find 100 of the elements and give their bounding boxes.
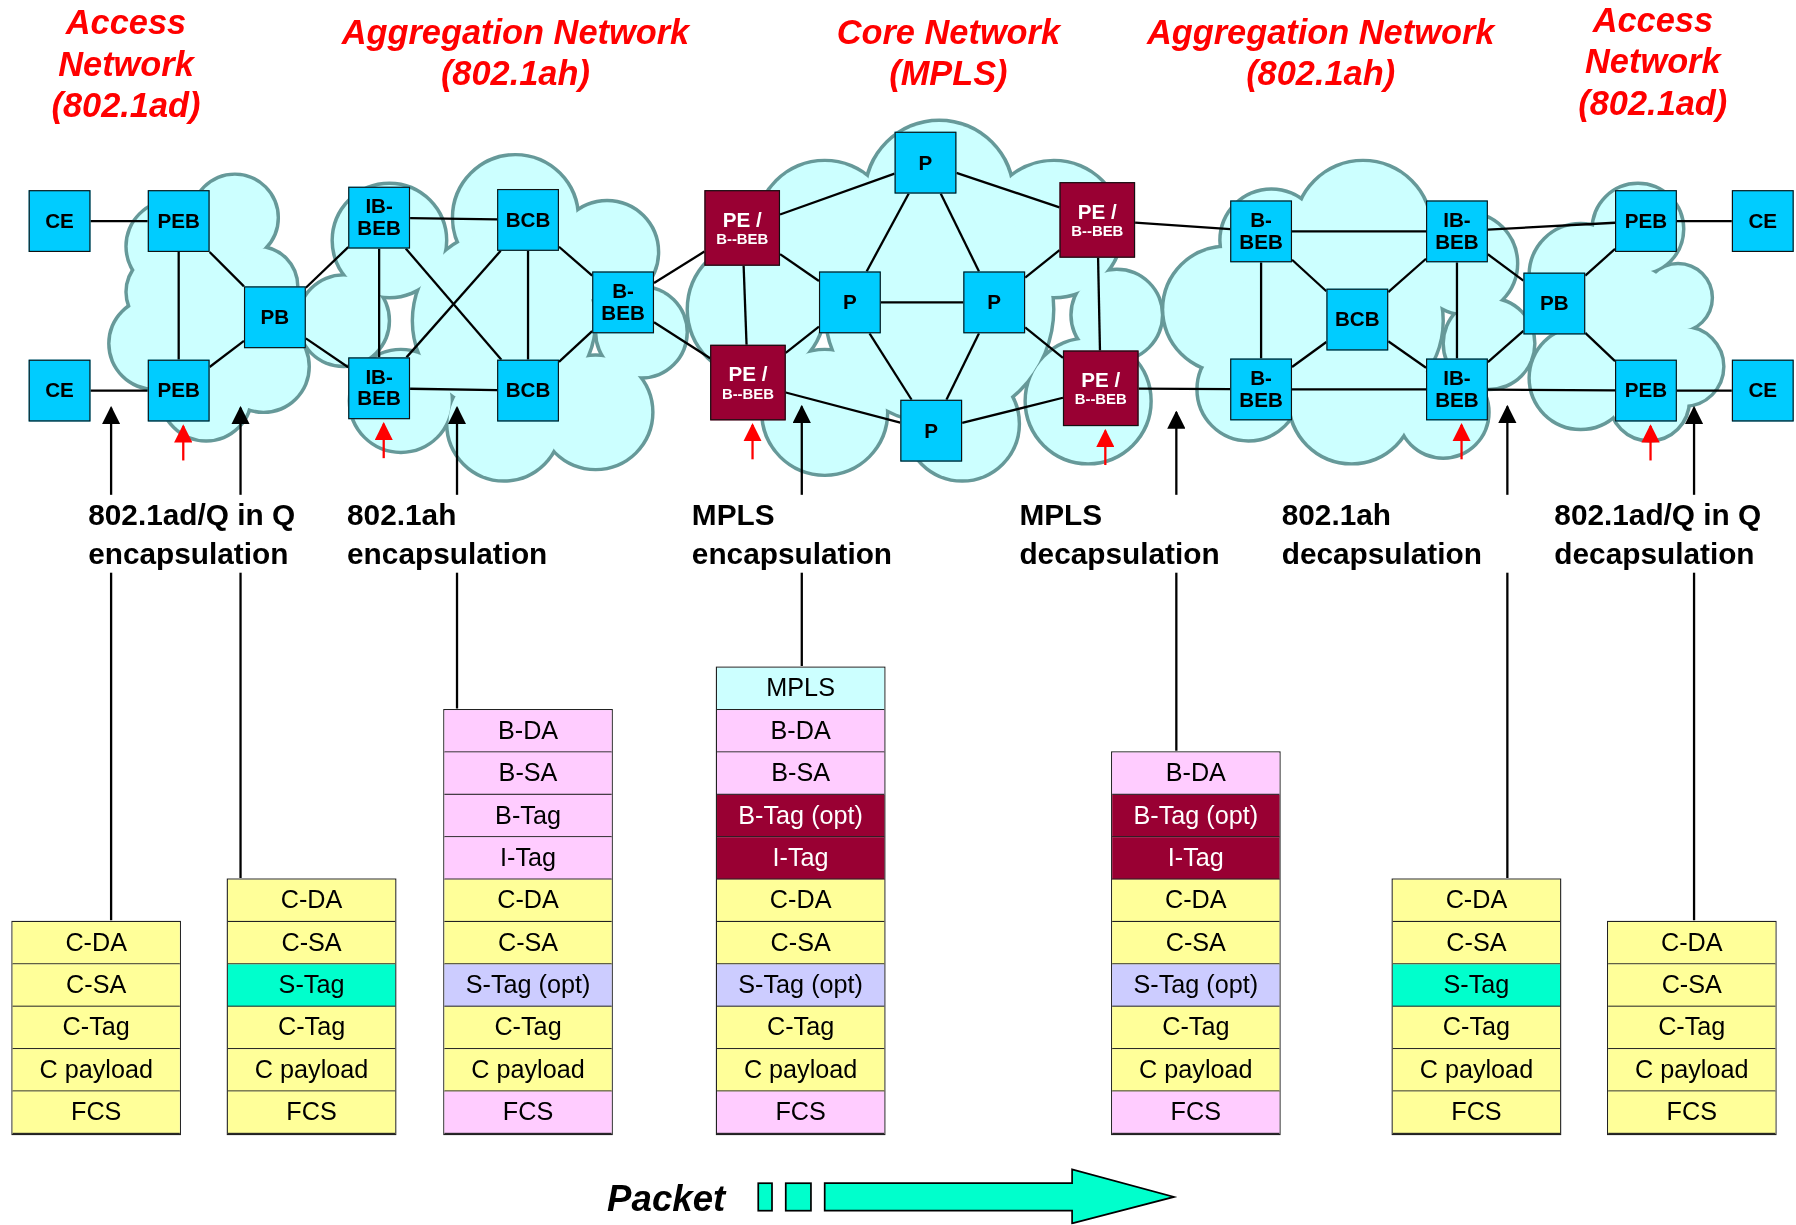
packet-field: FCS — [12, 1091, 180, 1134]
packet-field: C-Tag — [1112, 1006, 1280, 1049]
network-link — [779, 253, 820, 282]
network-link — [961, 396, 1064, 425]
packet-stack — [443, 708, 613, 1135]
packet-field: C-SA — [717, 921, 885, 964]
packet-stack — [715, 666, 886, 1135]
packet-field: C-Tag — [1392, 1006, 1561, 1049]
network-link — [305, 246, 349, 289]
packet-field: B-Tag — [444, 794, 612, 837]
device-label: IB-BEB — [1434, 367, 1480, 412]
network-link — [1487, 388, 1616, 392]
packet-field: B-SA — [717, 751, 885, 795]
network-link — [785, 391, 901, 424]
network-link — [1096, 257, 1102, 351]
packet-field: C-Tag — [12, 1006, 180, 1049]
packet-stack — [226, 877, 397, 1135]
network-link — [1676, 219, 1732, 223]
device-label: B--BEB — [1071, 222, 1124, 239]
network-link — [868, 332, 913, 401]
network-link — [1487, 329, 1525, 363]
packet-field: C-Tag — [227, 1006, 396, 1049]
packet-field: C-SA — [12, 963, 180, 1007]
network-link — [410, 387, 498, 392]
network-link — [526, 250, 530, 360]
network-device-box — [497, 359, 559, 422]
packet-field: I-Tag — [444, 836, 612, 880]
arrow — [174, 424, 193, 461]
packet-field: FCS — [1112, 1091, 1280, 1134]
packet-field: MPLS — [717, 667, 885, 710]
edge-router-box — [1059, 182, 1136, 258]
packet-field: C-SA — [227, 921, 396, 964]
network-link — [956, 171, 1060, 209]
network-link — [208, 251, 245, 288]
network-link — [177, 252, 180, 360]
packet-field: C-DA — [717, 879, 885, 922]
packet-field: C payload — [1112, 1048, 1280, 1091]
network-link — [1584, 332, 1616, 363]
section-heading: Core Network (MPLS) — [835, 11, 1062, 94]
packet-field: C payload — [227, 1048, 396, 1091]
packet-field: FCS — [717, 1091, 885, 1134]
network-link — [1024, 249, 1061, 279]
device-label: CE — [1748, 210, 1778, 232]
device-label: B--BEB — [1074, 391, 1127, 407]
packet-field: C-DA — [12, 921, 180, 964]
packet-field: B-DA — [444, 709, 612, 752]
network-device-box — [1615, 190, 1677, 252]
network-link — [1291, 341, 1328, 368]
network-device-box — [900, 399, 963, 462]
network-link — [653, 250, 706, 285]
network-device-box — [1426, 200, 1488, 263]
network-link — [1135, 221, 1231, 231]
network-link — [939, 193, 981, 272]
device-label: P — [918, 151, 933, 174]
packet-field: C payload — [444, 1048, 612, 1091]
arrow — [1641, 424, 1660, 461]
edge-router-box — [704, 190, 780, 266]
network-link — [1138, 387, 1231, 391]
packet-field: C-SA — [1392, 921, 1561, 964]
packet-field: I-Tag — [717, 836, 885, 880]
device-label: BCB — [1335, 308, 1380, 331]
network-device-box — [1731, 190, 1794, 252]
network-link — [1387, 340, 1427, 369]
network-link — [653, 321, 711, 360]
device-label: P — [924, 419, 939, 442]
device-label: PE / — [1077, 201, 1117, 223]
network-link — [1024, 326, 1064, 359]
network-device-box — [28, 359, 91, 422]
process-note: 802.1ah decapsulation — [1281, 494, 1511, 573]
device-label: PE / — [722, 209, 762, 231]
network-link — [1292, 388, 1427, 391]
edge-router-box — [710, 344, 786, 421]
packet-field: I-Tag — [1112, 836, 1280, 880]
packet-field: C-Tag — [444, 1006, 612, 1049]
device-label: B-BEB — [1238, 367, 1284, 412]
packet-field: C-DA — [1608, 921, 1776, 964]
packet-field: S-Tag (opt) — [717, 963, 885, 1007]
packet-stack — [1391, 877, 1562, 1135]
section-heading: Access Network (802.1ad) — [50, 2, 202, 126]
edge-router-box — [1062, 350, 1139, 427]
device-label: B-BEB — [1238, 209, 1284, 253]
network-device-box — [147, 359, 210, 422]
network-link — [1455, 262, 1459, 359]
device-label: P — [987, 291, 1002, 314]
network-device-box — [1426, 358, 1488, 421]
network-device-box — [1326, 288, 1389, 351]
network-device-box — [348, 357, 411, 420]
network-link — [305, 337, 349, 369]
device-label: P — [843, 291, 857, 314]
device-label: CE — [45, 379, 74, 402]
device-label: B-BEB — [600, 280, 646, 325]
packet-stack — [11, 920, 181, 1135]
network-link — [558, 330, 593, 363]
network-device-box — [1230, 358, 1292, 421]
packet-field: C payload — [12, 1048, 180, 1091]
network-link — [410, 216, 498, 221]
section-heading: Aggregation Network (802.1ah) — [340, 11, 691, 94]
network-device-box — [1615, 359, 1677, 422]
packet-field: B-DA — [1112, 751, 1280, 795]
device-label: IB-BEB — [356, 196, 402, 240]
